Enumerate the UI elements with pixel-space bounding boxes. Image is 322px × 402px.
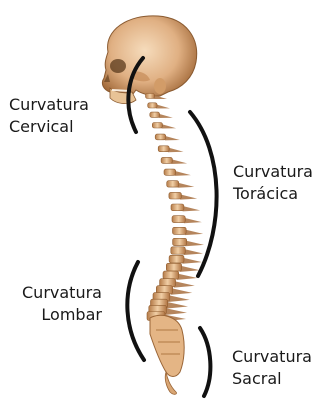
label-sacral-curvature: Curvatura Sacral [232,346,312,390]
label-lumbar-line2: Lombar [22,304,102,326]
vertebra [173,238,187,245]
vertebra [173,227,187,234]
spinous-process [174,281,195,288]
spinous-process [182,258,202,264]
spinous-process [165,308,187,315]
label-cervical-line1: Curvatura [9,94,89,116]
vertebra [158,146,169,152]
spinous-process [175,171,191,176]
vertebra [172,216,185,223]
spinous-process [178,183,195,188]
spinous-process [166,302,188,309]
label-cervical-line2: Cervical [9,116,89,138]
label-cervical-curvature: Curvatura Cervical [9,94,89,138]
spinous-process [184,249,203,255]
vertebra [167,181,179,187]
spinous-process [185,240,204,246]
vertebra [169,192,182,199]
vertebra [161,157,172,163]
label-thoracic-line1: Curvatura [233,161,313,183]
spinous-process [161,124,176,128]
label-thoracic-curvature: Curvatura Torácica [233,161,313,205]
vertebra [166,263,181,271]
vertebra [152,123,162,129]
spinous-process [159,114,173,118]
label-lumbar-curvature: Curvatura Lombar [22,282,102,326]
spinous-process [183,206,200,211]
vertebra [169,255,184,263]
spinous-process [184,218,202,224]
label-sacral-line1: Curvatura [232,346,312,368]
vertebral-column [146,94,205,322]
label-lumbar-line1: Curvatura [22,282,102,304]
vertebra [146,94,155,99]
label-thoracic-line2: Torácica [233,183,313,205]
lumbar-curve-marker [127,262,144,360]
vertebra [164,169,176,175]
vertebra [171,204,184,211]
vertebra [171,247,186,254]
spinous-process [165,136,180,141]
thoracic-curve-marker [190,112,217,276]
spinous-process [180,266,200,272]
sacral-curve-marker [200,328,210,396]
skull [102,16,196,104]
spinous-process [171,288,192,295]
vertebra [163,271,179,279]
spinous-process [156,104,170,108]
vertebra [155,134,166,140]
spinous-process [177,273,197,279]
spinous-process [180,194,197,199]
vertebra [150,112,160,117]
label-sacral-line2: Sacral [232,368,312,390]
sacrum [150,315,184,394]
spinous-process [171,159,187,164]
spinous-process [185,229,203,235]
spinous-process [168,148,183,153]
vertebra [148,103,157,108]
spinous-process [168,295,190,302]
